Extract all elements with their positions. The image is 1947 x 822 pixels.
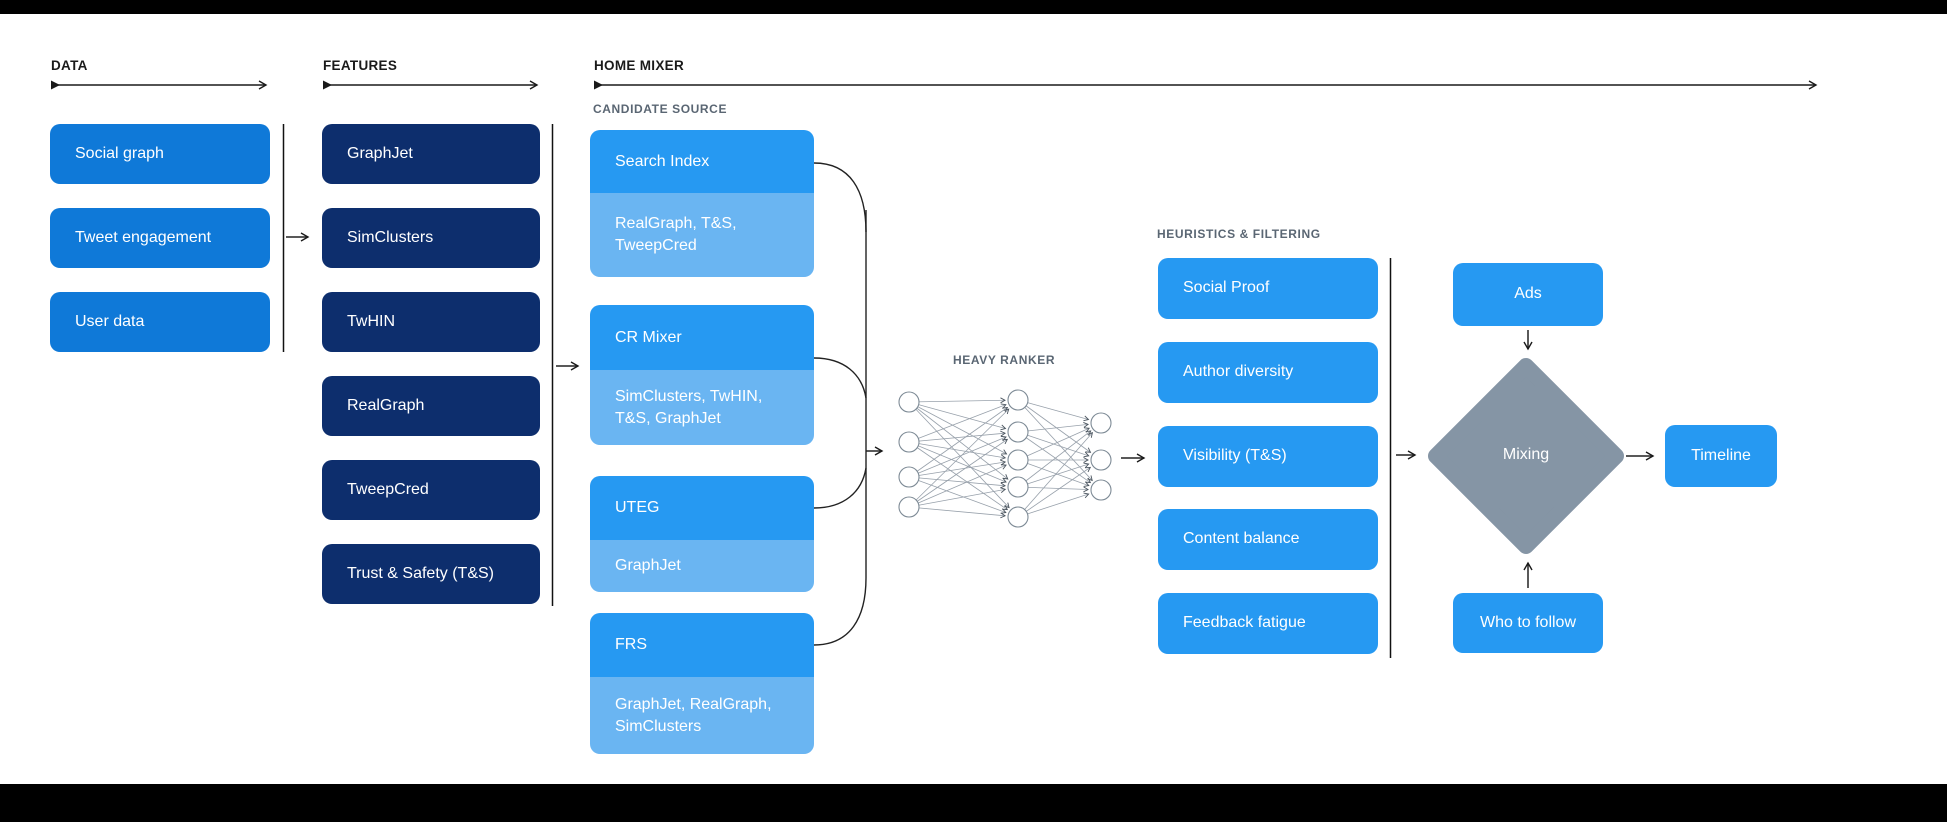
data-box-user-data: User data [50,292,270,352]
candidate-inputs: SimClusters, TwHIN, T&S, GraphJet [590,370,814,445]
candidate-collector-curves [813,162,867,646]
timeline-box: Timeline [1665,425,1777,487]
candidate-group-uteg: UTEG GraphJet [590,476,814,592]
feature-box-twhin: TwHIN [322,292,540,352]
feature-box-realgraph: RealGraph [322,376,540,436]
mixing-label: Mixing [1502,446,1550,463]
feature-box-simclusters: SimClusters [322,208,540,268]
candidate-inputs: RealGraph, T&S, TweepCred [590,193,814,277]
candidate-inputs: GraphJet, RealGraph, SimClusters [590,677,814,754]
candidate-group-search-index: Search Index RealGraph, T&S, TweepCred [590,130,814,277]
label-candidate-source: CANDIDATE SOURCE [593,102,728,116]
candidate-group-cr-mixer: CR Mixer SimClusters, TwHIN, T&S, GraphJ… [590,305,814,445]
candidate-name: FRS [590,613,814,677]
heuristic-box-visibility: Visibility (T&S) [1158,426,1378,487]
data-box-tweet-engagement: Tweet engagement [50,208,270,268]
data-box-social-graph: Social graph [50,124,270,184]
section-header-features: FEATURES [323,58,398,73]
label-heavy-ranker: HEAVY RANKER [953,353,1056,367]
candidate-name: Search Index [590,130,814,193]
heuristic-box-feedback-fatigue: Feedback fatigue [1158,593,1378,654]
feature-box-graphjet: GraphJet [322,124,540,184]
heuristic-box-content-balance: Content balance [1158,509,1378,570]
candidate-name: UTEG [590,476,814,540]
candidate-group-frs: FRS GraphJet, RealGraph, SimClusters [590,613,814,754]
features-axis-arrow [323,80,539,90]
feature-box-trust-safety: Trust & Safety (T&S) [322,544,540,604]
label-heuristics-filtering: HEURISTICS & FILTERING [1157,227,1321,241]
top-black-bar [0,0,1947,14]
heuristic-box-social-proof: Social Proof [1158,258,1378,319]
candidate-inputs: GraphJet [590,540,814,592]
heavy-ranker-network [898,389,1112,528]
data-axis-arrow [51,80,268,90]
heuristic-box-author-diversity: Author diversity [1158,342,1378,403]
section-header-data: DATA [51,58,88,73]
who-to-follow-box: Who to follow [1453,593,1603,653]
bottom-black-bar [0,784,1947,822]
candidate-name: CR Mixer [590,305,814,370]
home-mixer-axis-arrow [594,80,1818,90]
section-header-home-mixer: HOME MIXER [594,58,685,73]
ads-box: Ads [1453,263,1603,326]
feature-box-tweepcred: TweepCred [322,460,540,520]
